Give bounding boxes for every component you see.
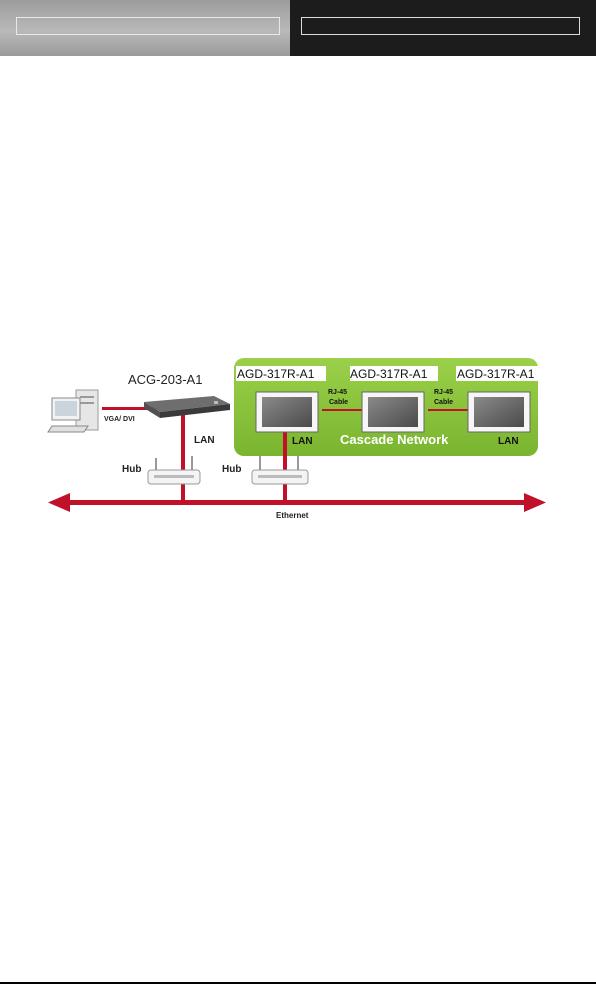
display-2-icon	[361, 391, 425, 433]
rj45-label-1: RJ-45	[328, 389, 347, 396]
rj45-cable-1	[322, 409, 364, 411]
gateway-device-icon	[144, 396, 230, 418]
display-lan-line	[283, 430, 287, 502]
gateway-lan-line	[181, 410, 185, 502]
hub-1-label: Hub	[122, 464, 141, 475]
display-2-label: AGD-317R-A1	[350, 367, 428, 381]
gateway-label: ACG-203-A1	[128, 372, 202, 387]
hub-1-icon	[147, 456, 201, 485]
display-1-icon	[255, 391, 319, 433]
rj45-cable-2	[428, 409, 470, 411]
rj45-label-2: RJ-45	[434, 389, 453, 396]
vga-cable	[102, 407, 174, 410]
hub-2-icon	[251, 456, 309, 485]
header-right-field	[301, 17, 580, 35]
header-right-band	[290, 0, 596, 56]
hub-2-label: Hub	[222, 464, 241, 475]
ethernet-label: Ethernet	[276, 511, 309, 520]
cascade-network-label: Cascade Network	[340, 432, 449, 447]
display-3-icon	[467, 391, 531, 433]
computer-icon	[47, 389, 99, 433]
header-left-band	[0, 0, 290, 56]
cable-label-2: Cable	[434, 399, 453, 406]
gateway-lan-label: LAN	[194, 435, 215, 446]
cable-label-1: Cable	[329, 399, 348, 406]
display-1-lan-label: LAN	[292, 436, 313, 447]
display-1-label: AGD-317R-A1	[237, 367, 315, 381]
vga-label: VGA/ DVI	[104, 416, 135, 423]
display-3-label: AGD-317R-A1	[457, 367, 535, 381]
footer-rule	[0, 982, 596, 984]
network-diagram: ACG-203-A1 AGD-317R-A1 AGD-317R-A1 AGD-3…	[47, 358, 546, 520]
display-3-lan-label: LAN	[498, 436, 519, 447]
header-left-field	[16, 17, 280, 35]
ethernet-bus	[48, 493, 546, 512]
